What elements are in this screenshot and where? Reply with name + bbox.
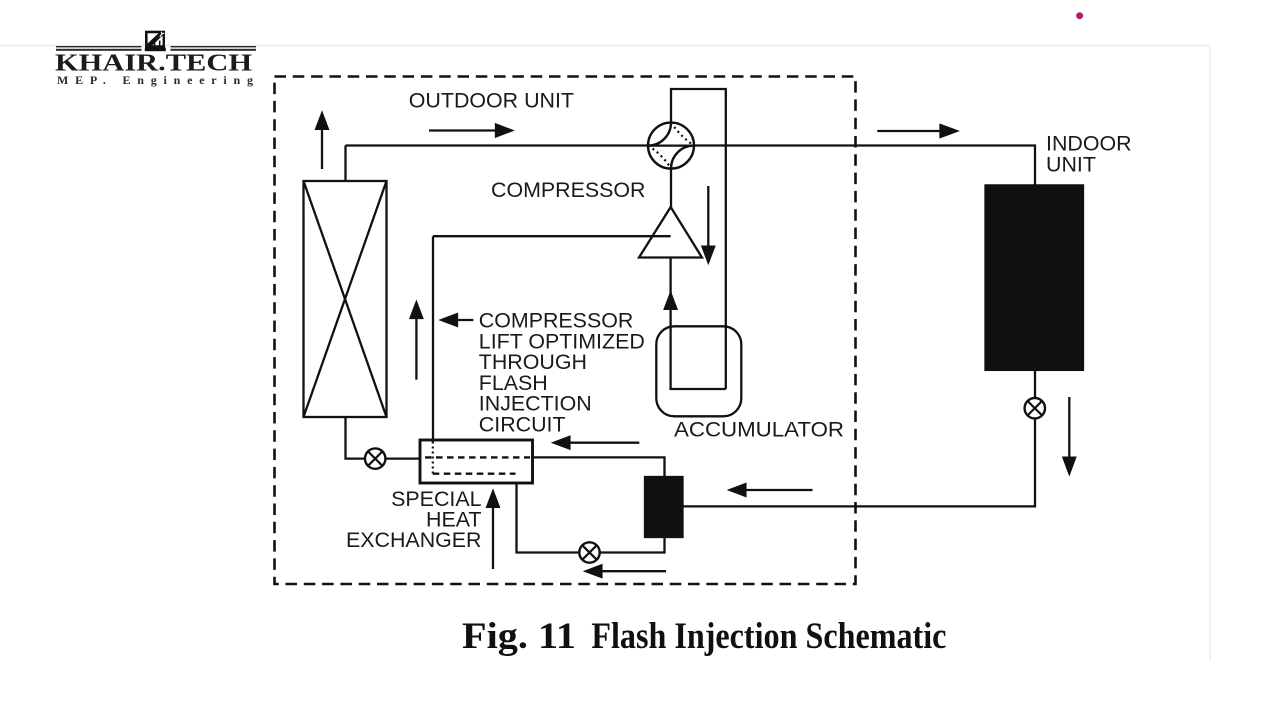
svg-text:ACCUMULATOR: ACCUMULATOR <box>674 418 844 442</box>
svg-text:LIFT OPTIMIZED: LIFT OPTIMIZED <box>479 329 645 353</box>
svg-text:CIRCUIT: CIRCUIT <box>479 413 566 437</box>
svg-text:SPECIAL: SPECIAL <box>391 487 481 511</box>
svg-text:HEAT: HEAT <box>426 508 481 532</box>
svg-text:OUTDOOR UNIT: OUTDOOR UNIT <box>409 89 574 113</box>
svg-text:KHAIR.TECH: KHAIR.TECH <box>55 51 252 77</box>
svg-text:COMPRESSOR: COMPRESSOR <box>479 309 634 333</box>
svg-text:INJECTION: INJECTION <box>479 392 592 416</box>
svg-text:Flash Injection Schematic: Flash Injection Schematic <box>591 616 946 657</box>
svg-text:COMPRESSOR: COMPRESSOR <box>491 178 646 202</box>
svg-text:THROUGH: THROUGH <box>479 350 587 374</box>
svg-text:FLASH: FLASH <box>479 371 548 395</box>
svg-text:INDOOR: INDOOR <box>1046 132 1132 156</box>
svg-text:Fig. 11: Fig. 11 <box>462 616 576 657</box>
svg-text:EXCHANGER: EXCHANGER <box>346 528 482 552</box>
svg-text:UNIT: UNIT <box>1046 153 1096 177</box>
